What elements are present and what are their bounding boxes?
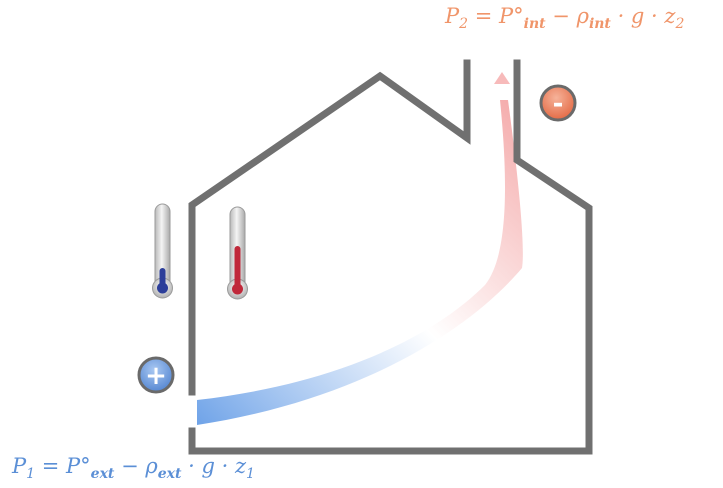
formula-p2-z-index: 2 — [675, 16, 684, 32]
formula-p2-symbol: P — [445, 4, 459, 28]
thermometer-hot — [228, 207, 248, 299]
formula-p2-minus: − — [546, 4, 577, 28]
formula-p1-rho: ρ — [145, 454, 157, 478]
formula-p2-equals: = — [468, 4, 499, 28]
formula-p1-p0: P° — [66, 454, 91, 478]
formula-p1-z-index: 1 — [246, 466, 255, 482]
formula-p2-z: z — [664, 4, 675, 28]
airflow-arrow-head — [494, 72, 510, 84]
formula-p2-g: · g · — [611, 4, 665, 28]
airflow-band — [197, 100, 523, 425]
formula-p2-rho-index: int — [589, 16, 611, 32]
formula-p1-g: · g · — [181, 454, 235, 478]
formula-p1-equals: = — [35, 454, 66, 478]
minus-badge: - — [541, 86, 575, 120]
thermometer-cold — [153, 204, 173, 298]
formula-p1-rho-index: ext — [158, 466, 182, 482]
formula-p2: P2 = P°int − ρint · g · z2 — [445, 4, 684, 32]
formula-p2-p0-index: int — [524, 16, 546, 32]
formula-p1-index: 1 — [26, 466, 35, 482]
formula-p2-rho: ρ — [577, 4, 589, 28]
minus-symbol: - — [553, 89, 564, 119]
plus-badge: + — [139, 358, 173, 392]
formula-p1-minus: − — [114, 454, 145, 478]
formula-p1-symbol: P — [12, 454, 26, 478]
plus-symbol: + — [145, 361, 167, 391]
formula-p1-p0-index: ext — [91, 466, 115, 482]
formula-p2-p0: P° — [499, 4, 524, 28]
formula-p1-z: z — [235, 454, 246, 478]
formula-p1: P1 = P°ext − ρext · g · z1 — [12, 454, 255, 482]
formula-p2-index: 2 — [459, 16, 468, 32]
